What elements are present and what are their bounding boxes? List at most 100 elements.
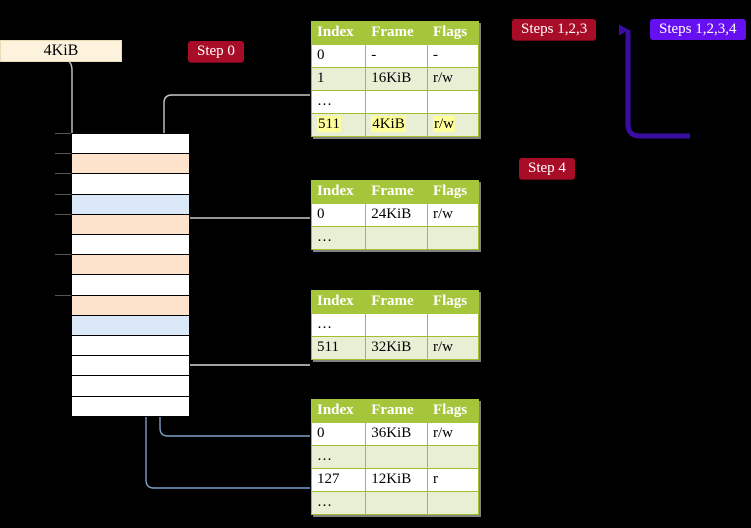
mem-block-13: [71, 395, 190, 417]
col-header-index: Index: [310, 399, 367, 423]
memory-tick-2: [55, 173, 71, 175]
cell-flags: [426, 445, 480, 469]
cell-frame: [365, 226, 428, 250]
cell-index: 0: [310, 203, 367, 227]
memory-tick-4: [55, 213, 71, 215]
table-row: …: [310, 226, 480, 250]
badge-step-0: Step 0: [188, 41, 244, 62]
mem-block-0: [71, 133, 190, 155]
mem-block-5: [71, 234, 190, 256]
col-header-frame: Frame: [365, 180, 428, 204]
cell-frame: [365, 491, 428, 515]
mem-block-6: [71, 254, 190, 276]
cell-index: …: [310, 90, 367, 114]
col-header-index: Index: [310, 21, 367, 45]
cell-index: 0: [310, 44, 367, 68]
arrow-l1-row127-to-memory: [146, 212, 310, 489]
cell-index: 511: [310, 113, 367, 137]
cell-flags: r/w: [426, 203, 480, 227]
cell-flags: r/w: [426, 113, 480, 137]
table-row: 0--: [310, 44, 480, 68]
cell-frame: [365, 445, 428, 469]
cell-frame: 32KiB: [365, 336, 428, 360]
highlighted-value: 511: [317, 116, 341, 132]
arrow-l1-row0-to-memory: [160, 336, 310, 437]
cell-frame: 4KiB: [365, 113, 428, 137]
cell-index: …: [310, 226, 367, 250]
table-row: …: [310, 491, 480, 515]
cell-frame: 24KiB: [365, 203, 428, 227]
cell-flags: r/w: [426, 336, 480, 360]
badge-step-4: Step 4: [519, 158, 575, 179]
mem-block-9: [71, 314, 190, 336]
cell-flags: r/w: [426, 422, 480, 446]
col-header-index: Index: [310, 290, 367, 314]
cell-flags: [426, 491, 480, 515]
highlighted-value: r/w: [432, 116, 455, 132]
table-row: 511 4KiB r/w: [310, 113, 480, 137]
table-row: …: [310, 313, 480, 337]
cell-frame: 16KiB: [365, 67, 428, 91]
col-header-flags: Flags: [426, 399, 480, 423]
badge-steps-1-2-3: Steps 1,2,3: [512, 19, 597, 40]
cell-index: …: [310, 313, 367, 337]
cell-frame: [365, 90, 428, 114]
cell-flags: r/w: [426, 67, 480, 91]
physical-memory-column: [55, 133, 190, 417]
col-header-flags: Flags: [426, 290, 480, 314]
mem-block-8: [71, 294, 190, 316]
col-header-frame: Frame: [365, 21, 428, 45]
table-row: …: [310, 445, 480, 469]
cell-frame: 36KiB: [365, 422, 428, 446]
col-header-frame: Frame: [365, 399, 428, 423]
mem-block-7: [71, 274, 190, 296]
cell-flags: [426, 226, 480, 250]
cell-index: …: [310, 491, 367, 515]
cell-index: 0: [310, 422, 367, 446]
col-header-flags: Flags: [426, 21, 480, 45]
memory-tick-1: [55, 153, 71, 155]
cell-flags: [426, 90, 480, 114]
callout-4kib: 4KiB: [0, 40, 122, 62]
badge-steps-1-2-3-4: Steps 1,2,3,4: [650, 19, 746, 40]
arrow-steps-purple: [619, 24, 690, 139]
col-header-index: Index: [310, 180, 367, 204]
cell-flags: [426, 313, 480, 337]
callout-label: 4KiB: [43, 42, 79, 59]
mem-block-2: [71, 173, 190, 195]
mem-block-11: [71, 355, 190, 377]
highlighted-value: 4KiB: [371, 116, 406, 132]
col-header-frame: Frame: [365, 290, 428, 314]
mem-block-12: [71, 375, 190, 397]
cell-index: 1: [310, 67, 367, 91]
memory-tick-0: [55, 133, 71, 134]
table-row: …: [310, 90, 480, 114]
col-header-flags: Flags: [426, 180, 480, 204]
cell-frame: -: [365, 44, 428, 68]
memory-tick-6: [55, 254, 71, 256]
arrow-memory-to-l2: [178, 312, 310, 366]
cell-frame: [365, 313, 428, 337]
mem-block-10: [71, 335, 190, 357]
mem-block-1: [71, 153, 190, 175]
memory-tick-8: [55, 294, 71, 296]
mem-block-4: [71, 213, 190, 235]
memory-tick-3: [55, 193, 71, 195]
cell-index: 127: [310, 468, 367, 492]
arrow-l3-to-memory: [178, 217, 310, 258]
cell-index: …: [310, 445, 367, 469]
